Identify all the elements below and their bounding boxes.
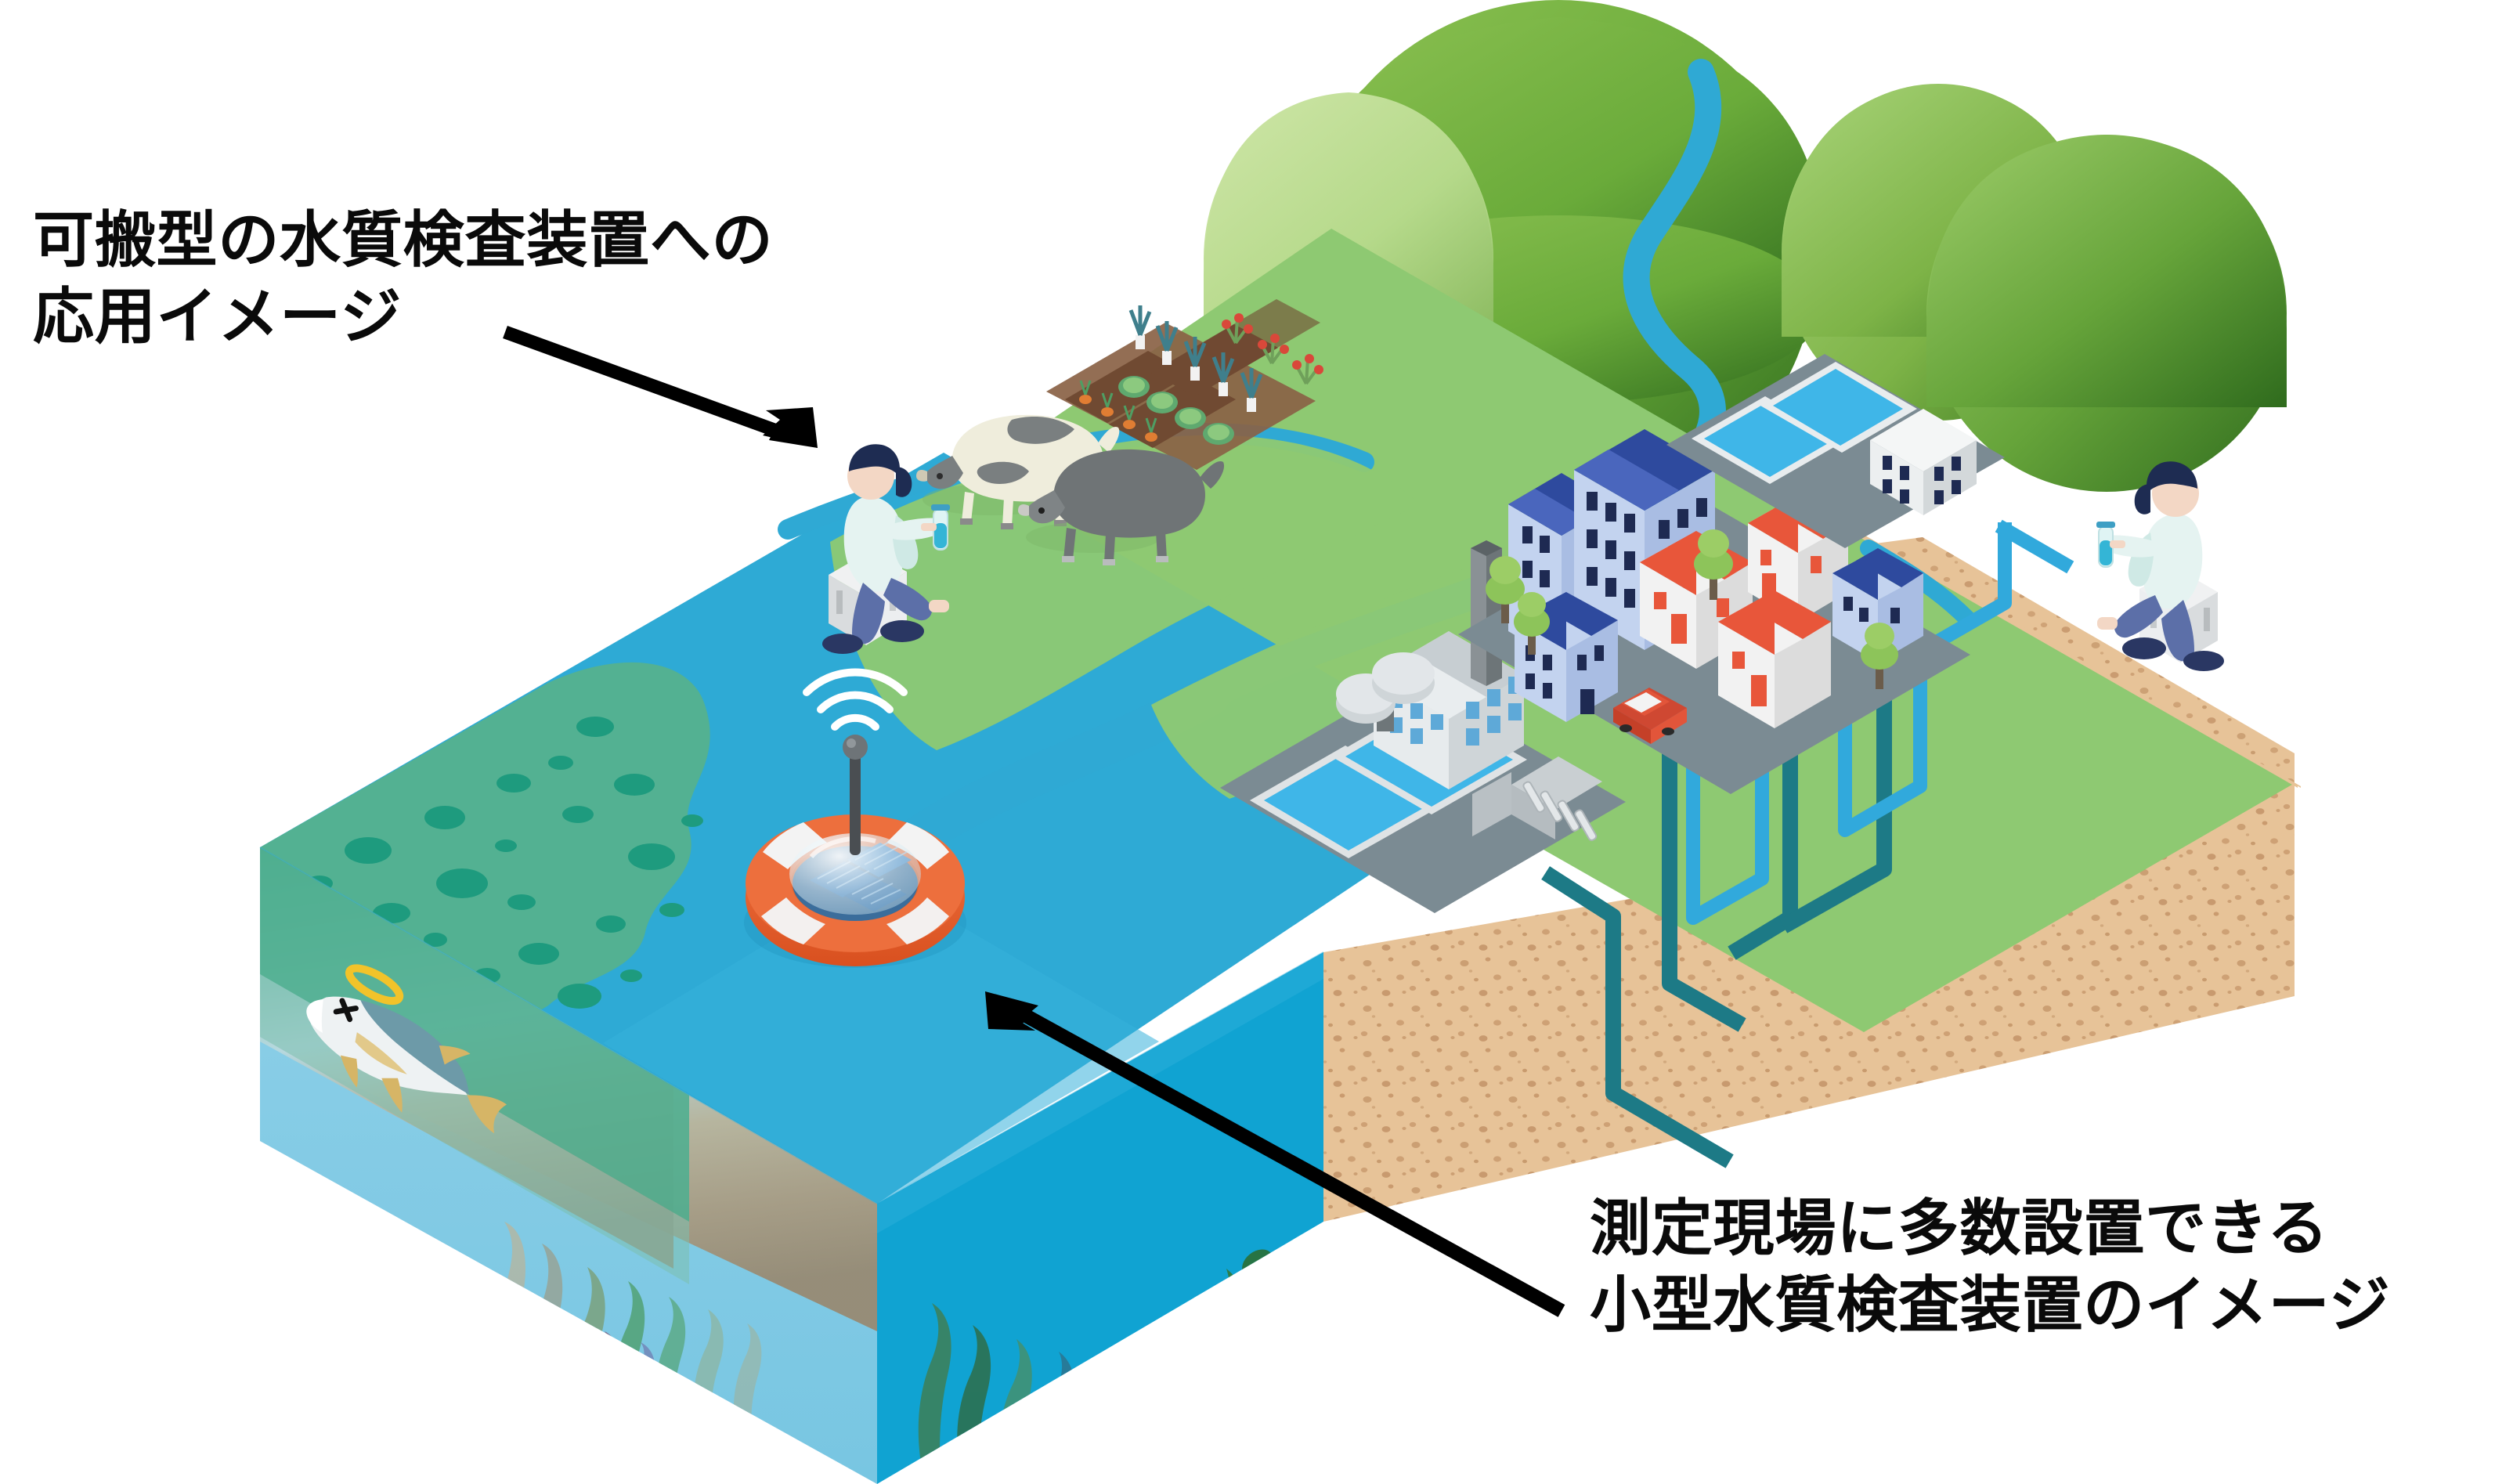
water-quality-buoy[interactable] xyxy=(744,668,966,968)
field-row-tomato xyxy=(1222,313,1323,385)
cow-black xyxy=(1018,449,1225,565)
livestock xyxy=(916,414,1225,565)
water-treatment-plant xyxy=(1666,354,2005,548)
water-top-light-wedge xyxy=(603,877,1159,1204)
treatment-basins xyxy=(1692,362,1917,484)
scientist-right xyxy=(2096,461,2224,671)
sand-plateau xyxy=(1815,507,2301,788)
pipe-supply-main xyxy=(1686,679,1769,925)
field-row-leek xyxy=(1128,305,1263,412)
underground-pipes xyxy=(1541,519,2074,1168)
algae-spots xyxy=(306,717,703,1009)
red-car xyxy=(1613,688,1687,744)
scientist-left xyxy=(822,444,950,654)
buoy-dome xyxy=(789,833,921,915)
callout-compact-text: 測定現場に多数設置できる 小型水質検査装置のイメージ xyxy=(1590,1193,2391,1341)
antenna-mast xyxy=(843,735,868,855)
house-blue-left xyxy=(1515,592,1618,722)
block-edges xyxy=(259,847,1324,1204)
field-row-carrot xyxy=(1079,380,1157,442)
water-face-right-highlight xyxy=(877,952,1323,1233)
factory-pipe-outlets xyxy=(1472,756,1602,841)
life-ring-stripes xyxy=(761,822,949,944)
village-block xyxy=(1458,429,1970,794)
pipe-sewage-main xyxy=(1541,866,1734,1168)
wifi-signal-icon xyxy=(803,668,908,731)
house-red-front xyxy=(1718,590,1831,728)
callout-arrow-to-buoy xyxy=(985,991,1565,1317)
field-row-cabbage xyxy=(1118,376,1234,445)
treatment-building xyxy=(1870,409,1977,515)
callout-arrow-to-field-scientist xyxy=(503,326,818,448)
callout-arrows xyxy=(503,326,1565,1317)
factory-plant xyxy=(1220,540,1626,913)
vegetable-field xyxy=(1046,299,1323,470)
fish-eye-x xyxy=(333,998,359,1023)
fish-halo xyxy=(345,964,404,1006)
village-trees xyxy=(1486,529,1898,689)
callout-portable-text: 可搬型の水質検査装置への 応用イメージ xyxy=(33,205,774,353)
dead-fish xyxy=(306,964,507,1134)
factory-silos xyxy=(1336,652,1435,724)
